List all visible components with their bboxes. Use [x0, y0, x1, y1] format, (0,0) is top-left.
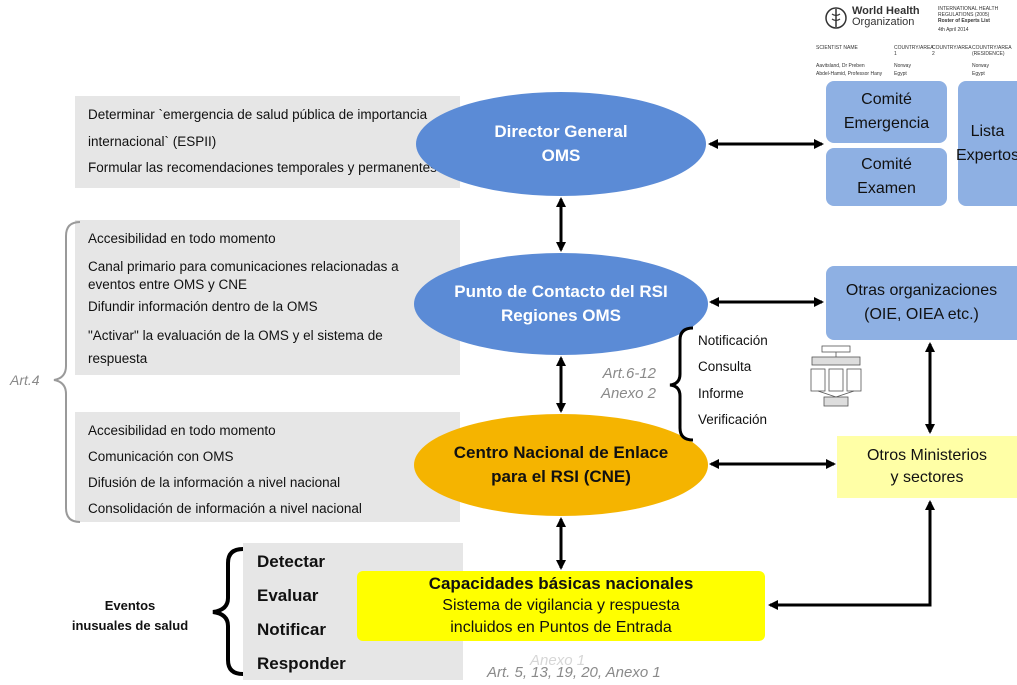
doc-row2-country: Egypt	[894, 71, 907, 77]
otros-ministerios-line1: Otros Ministerios	[866, 447, 988, 464]
doc-row2-residence: Egypt	[972, 71, 985, 77]
arrow-ministerios-capacidades	[768, 500, 935, 610]
comm-informe: Informe	[698, 386, 744, 401]
articles-label: Art. 5, 13, 19, 20, Anexo 1	[487, 664, 661, 681]
director-general-node: Director General OMS	[416, 92, 706, 196]
cne-line1: Centro Nacional de Enlace	[453, 443, 669, 462]
contact-line-6: respuesta	[88, 351, 148, 366]
art6-12-label: Art.6-12 Anexo 2	[592, 364, 656, 404]
contact-line-2: Canal primario para comunicaciones relac…	[88, 259, 399, 274]
cne-line-2: Comunicación con OMS	[88, 449, 234, 464]
doc-row1-residence: Norway	[972, 63, 989, 69]
director-responsibilities-panel: Determinar `emergencia de salud pública …	[75, 96, 460, 188]
comm-notificacion: Notificación	[698, 333, 768, 348]
contact-point-line2: Regiones OMS	[501, 306, 621, 325]
capacidades-basicas-box: Capacidades básicas nacionales Sistema d…	[357, 571, 765, 641]
contact-line-1: Accesibilidad en todo momento	[88, 231, 276, 246]
comite-emergencia-line1: Comité	[861, 91, 912, 108]
eventos-inusuales-label: Eventos inusuales de salud	[60, 596, 200, 636]
doc-row2-name: Abdel-Hamid, Professor Hany	[816, 71, 883, 77]
otros-ministerios-box: Otros Ministerios y sectores	[837, 436, 1017, 498]
doc-row1-name: Aavitsland, Dr Preben	[816, 63, 865, 69]
who-org-name-line1: World Health	[852, 5, 920, 17]
doc-col-country2: COUNTRY/AREA 2	[932, 45, 972, 57]
doc-title-line3: Roster of Experts List	[938, 18, 990, 24]
contact-line-4: Difundir información dentro de la OMS	[88, 299, 318, 314]
art4-brace	[53, 221, 81, 523]
comm-types-brace	[669, 326, 694, 442]
cne-line-4: Consolidación de información a nivel nac…	[88, 501, 362, 516]
verb-detectar: Detectar	[257, 552, 326, 571]
who-roster-document: World Health Organization INTERNATIONAL …	[812, 0, 1017, 82]
capacidades-title: Capacidades básicas nacionales	[428, 574, 694, 593]
doc-title-line1: INTERNATIONAL HEALTH	[938, 6, 999, 12]
contact-point-responsibilities-panel: Accesibilidad en todo momento Canal prim…	[75, 220, 460, 375]
director-line-1: Determinar `emergencia de salud pública …	[88, 107, 428, 122]
flowchart-thumbnail-icon	[808, 344, 864, 410]
doc-col-country1: COUNTRY/AREA 1	[894, 45, 934, 57]
eventos-line2: inusuales de salud	[71, 618, 189, 633]
otras-organizaciones-box: Otras organizaciones (OIE, OIEA etc.)	[826, 266, 1017, 340]
doc-col-name: SCIENTIST NAME	[816, 45, 858, 51]
director-line-3: Formular las recomendaciones temporales …	[88, 160, 437, 175]
cne-responsibilities-panel: Accesibilidad en todo momento Comunicaci…	[75, 412, 460, 522]
contact-line-3: eventos entre OMS y CNE	[88, 277, 248, 292]
who-emblem-icon	[825, 7, 847, 29]
art6-12-line2: Anexo 2	[600, 385, 656, 402]
eventos-line1: Eventos	[104, 598, 156, 613]
verb-evaluar: Evaluar	[257, 586, 319, 605]
contact-line-5: "Activar" la evaluación de la OMS y el s…	[88, 328, 383, 343]
doc-col-country3: COUNTRY/AREA (RESIDENCE)	[972, 45, 1012, 57]
comite-examen-line2: Examen	[857, 180, 916, 197]
art4-label: Art.4	[10, 372, 40, 388]
who-org-name-line2: Organization	[852, 16, 915, 28]
art6-12-line1: Art.6-12	[602, 365, 656, 382]
cne-line-3: Difusión de la información a nivel nacio…	[88, 475, 341, 490]
doc-title-line2: REGULATIONS (2005)	[938, 12, 990, 18]
contact-point-node: Punto de Contacto del RSI Regiones OMS	[414, 253, 708, 355]
director-general-line1: Director General	[494, 122, 628, 141]
comite-examen-box: Comité Examen	[826, 148, 947, 206]
otras-org-line1: Otras organizaciones	[845, 282, 998, 299]
anexo-faded-label: Anexo 1	[530, 652, 586, 669]
doc-date: 4th April 2014	[938, 27, 969, 33]
director-line-2: internacional` (ESPII)	[88, 134, 217, 149]
otros-ministerios-line2: y sectores	[890, 469, 964, 486]
cne-node: Centro Nacional de Enlace para el RSI (C…	[414, 414, 708, 516]
verbs-brace	[212, 547, 244, 676]
comm-consulta: Consulta	[698, 359, 752, 374]
comite-emergencia-box: Comité Emergencia	[826, 81, 947, 143]
director-general-line2: OMS	[541, 146, 581, 165]
doc-row1-country: Norway	[894, 63, 911, 69]
comm-verificacion: Verificación	[698, 412, 768, 427]
verb-responder: Responder	[257, 654, 346, 673]
cne-line2: para el RSI (CNE)	[491, 467, 631, 486]
comite-examen-line1: Comité	[861, 156, 912, 173]
otras-org-line2: (OIE, OIEA etc.)	[864, 306, 979, 323]
contact-point-line1: Punto de Contacto del RSI	[454, 282, 668, 301]
comite-emergencia-line2: Emergencia	[843, 115, 930, 132]
lista-expertos-line1: Lista	[970, 122, 1005, 140]
verb-notificar: Notificar	[257, 620, 326, 639]
capacidades-line3: incluidos en Puntos de Entrada	[450, 619, 672, 636]
lista-expertos-box: Lista Expertos	[955, 81, 1017, 206]
lista-expertos-line2: Expertos	[955, 146, 1017, 164]
capacidades-line2: Sistema de vigilancia y respuesta	[442, 597, 680, 614]
cne-line-1: Accesibilidad en todo momento	[88, 423, 276, 438]
